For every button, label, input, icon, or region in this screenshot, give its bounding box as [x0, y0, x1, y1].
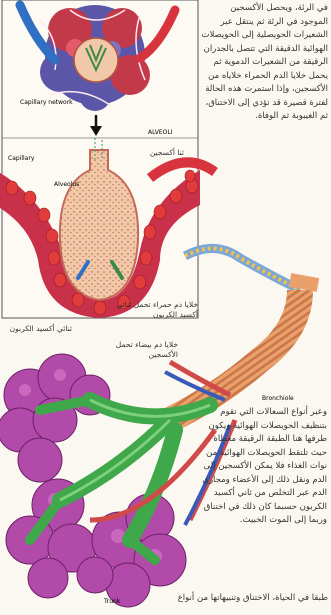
co2-label: ثنائي أكسيد الكربون — [2, 324, 72, 334]
white-cells-label: خلايا دم بيضاء تحمل الأكسجين — [88, 340, 178, 360]
capillary-network-label: Capillary network — [20, 99, 73, 106]
bronchiole-label: Bronchiole — [262, 395, 294, 402]
red-cells-label: خلايا دم حمراء تحمل ثنائي أكسيد الكربون — [110, 300, 198, 320]
oxygen-label: ثنا أكسجين — [132, 148, 184, 158]
alveolus-detail-panel: Capillary network ALVEOLI Capillary Alve… — [0, 0, 200, 318]
alveolus-label: Alveolus — [54, 181, 79, 188]
trunk-label: Trunk — [103, 598, 121, 605]
paragraph-middle: وعبر أنواع السعالات التي تقوم بتنظيف الح… — [200, 406, 327, 528]
capillary-label: Capillary — [8, 155, 35, 162]
paragraph-top: في الرئة، ويحصل الأكسجين الموجود في الرئ… — [200, 2, 328, 124]
paragraph-bottom: طبقا في الحياة، الاختناق وتنبيهاتها من أ… — [140, 592, 328, 606]
alveoli-heading: ALVEOLI — [148, 129, 173, 136]
